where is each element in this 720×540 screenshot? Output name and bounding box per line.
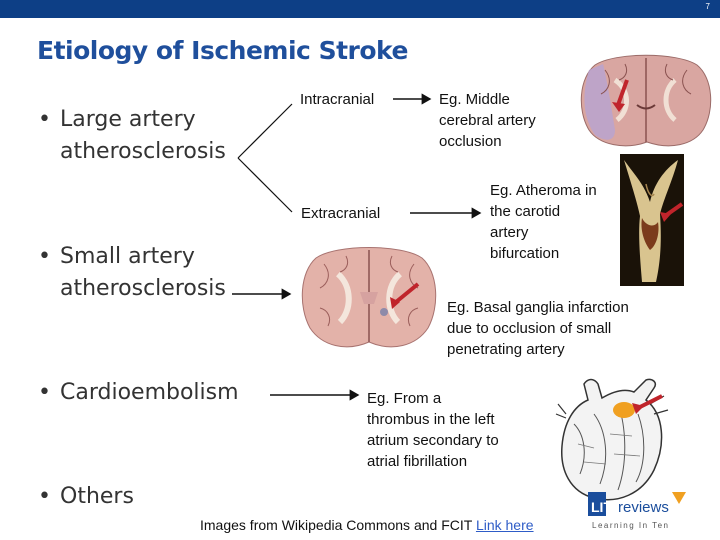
text-line: atrium secondary to bbox=[367, 432, 499, 449]
bullet-dot: • bbox=[38, 107, 51, 132]
slide-title: Etiology of Ischemic Stroke bbox=[37, 36, 408, 65]
example-thrombus: Eg. From a thrombus in the left atrium s… bbox=[367, 388, 499, 472]
example-carotid: Eg. Atheroma in the carotid artery bifur… bbox=[490, 180, 597, 264]
footer-text: Images from Wikipedia Commons and FCIT bbox=[200, 517, 476, 533]
bullet-line: Cardioembolism bbox=[60, 380, 239, 405]
text-line: thrombus in the left bbox=[367, 411, 495, 428]
text-line: due to occlusion of small bbox=[447, 320, 612, 337]
text-line: Eg. From a bbox=[367, 390, 442, 407]
carotid-atheroma-image bbox=[620, 154, 684, 286]
bullet-dot: • bbox=[38, 380, 51, 405]
svg-text:LIT: LIT bbox=[591, 499, 612, 515]
text-line: penetrating artery bbox=[447, 341, 565, 358]
example-basal-ganglia: Eg. Basal ganglia infarction due to occl… bbox=[447, 297, 629, 360]
text-line: Eg. Basal ganglia infarction bbox=[447, 299, 629, 316]
branch-line-intracranial bbox=[237, 103, 293, 159]
bullet-dot: • bbox=[38, 244, 51, 269]
text-line: cerebral artery bbox=[439, 112, 536, 129]
bullet-cardioembolism: • Cardioembolism bbox=[38, 377, 239, 409]
footer-credits: Images from Wikipedia Commons and FCIT L… bbox=[200, 517, 534, 533]
text-line: Eg. Atheroma in bbox=[490, 182, 597, 199]
text-line: atrial fibrillation bbox=[367, 453, 468, 470]
label-intracranial: Intracranial bbox=[300, 91, 375, 108]
text-line: artery bbox=[490, 224, 529, 241]
brain-basal-ganglia-image bbox=[301, 247, 437, 348]
bullet-line: Small artery bbox=[60, 244, 195, 269]
litreviews-logo: LIT reviews Learning In Ten bbox=[588, 490, 688, 534]
bullet-line: atherosclerosis bbox=[60, 139, 226, 164]
text-line: Eg. Middle bbox=[439, 91, 510, 108]
top-bar: 7 bbox=[0, 0, 720, 18]
bullet-dot: • bbox=[38, 484, 51, 509]
bullet-line: Large artery bbox=[60, 107, 196, 132]
text-line: bifurcation bbox=[490, 245, 560, 262]
text-line: occlusion bbox=[439, 133, 502, 150]
label-extracranial: Extracranial bbox=[301, 205, 381, 222]
branch-line-extracranial bbox=[237, 157, 293, 213]
text-line: the carotid bbox=[490, 203, 561, 220]
bullet-others: • Others bbox=[38, 481, 134, 513]
example-mca: Eg. Middle cerebral artery occlusion bbox=[439, 89, 536, 152]
bullet-line: Others bbox=[60, 484, 134, 509]
bullet-small-artery: • Small artery atherosclerosis bbox=[38, 241, 226, 305]
heart-illustration-image bbox=[555, 378, 669, 501]
brain-mca-image bbox=[580, 54, 712, 147]
bullet-line: atherosclerosis bbox=[60, 276, 226, 301]
slide-number: 7 bbox=[705, 2, 710, 11]
svg-text:Learning In Ten: Learning In Ten bbox=[592, 521, 670, 530]
footer-link[interactable]: Link here bbox=[475, 517, 534, 533]
bullet-large-artery: • Large artery atherosclerosis bbox=[38, 104, 226, 168]
svg-text:reviews: reviews bbox=[618, 499, 669, 516]
